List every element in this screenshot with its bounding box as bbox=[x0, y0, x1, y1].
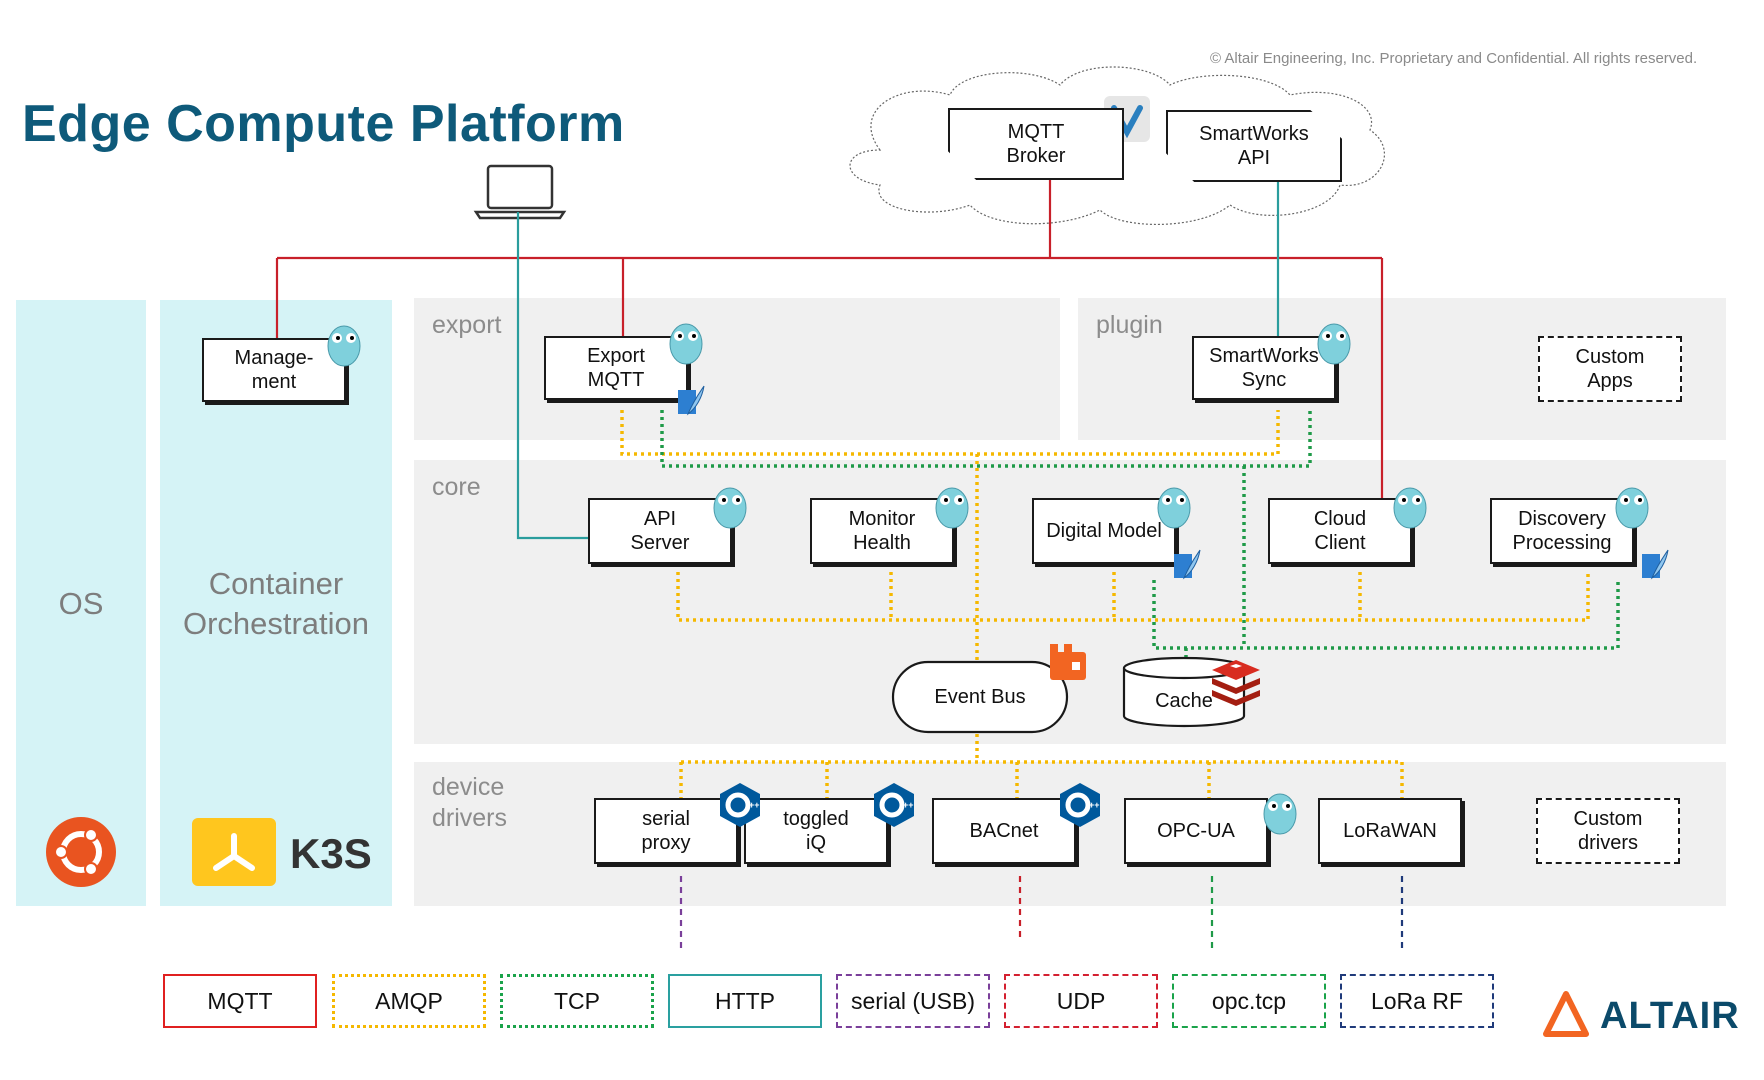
cpp-icon: ++ bbox=[720, 783, 760, 827]
core-lane-label: core bbox=[432, 473, 481, 501]
custom-drivers-box[interactable]: Custom drivers bbox=[1536, 798, 1680, 864]
legend-amqp: AMQP bbox=[332, 974, 486, 1028]
svg-text:++: ++ bbox=[749, 800, 760, 810]
cloud-client-box[interactable]: Cloud Client bbox=[1268, 498, 1412, 564]
go-gopher-icon bbox=[935, 487, 969, 529]
sqlite-icon bbox=[1174, 549, 1201, 580]
smartworks-api-box: SmartWorks API bbox=[1166, 110, 1342, 182]
mqtt-broker-box: MQTT Broker bbox=[948, 108, 1124, 180]
go-gopher-icon bbox=[1393, 487, 1427, 529]
k3s-logo bbox=[192, 818, 276, 886]
os-label: OS bbox=[58, 586, 104, 621]
mqtt-broker-label: MQTT Broker bbox=[1006, 121, 1066, 167]
legend-http: HTTP bbox=[668, 974, 822, 1028]
discovery-processing-box[interactable]: Discovery Processing bbox=[1490, 498, 1634, 564]
lorawan-box[interactable]: LoRaWAN bbox=[1318, 798, 1462, 864]
custom-apps-box[interactable]: Custom Apps bbox=[1538, 336, 1682, 402]
cpp-icon: ++ bbox=[1060, 783, 1100, 827]
event-bus-label[interactable]: Event Bus bbox=[934, 686, 1026, 708]
go-gopher-icon bbox=[327, 325, 361, 367]
redis-icon bbox=[1212, 660, 1260, 706]
go-gopher-icon bbox=[1263, 793, 1297, 835]
sqlite-icon bbox=[1642, 549, 1669, 580]
export-mqtt-box[interactable]: Export MQTT bbox=[544, 336, 688, 400]
altair-logo-text: ALTAIR bbox=[1600, 994, 1740, 1037]
rabbitmq-icon bbox=[1050, 644, 1086, 680]
go-gopher-icon bbox=[713, 487, 747, 529]
svg-text:++: ++ bbox=[1089, 800, 1100, 810]
legend-opc-tcp: opc.tcp bbox=[1172, 974, 1326, 1028]
laptop-icon bbox=[473, 164, 567, 220]
api-server-box[interactable]: API Server bbox=[588, 498, 732, 564]
legend-lora-rf: LoRa RF bbox=[1340, 974, 1494, 1028]
sqlite-icon bbox=[678, 385, 705, 416]
altair-logo-mark bbox=[1543, 991, 1589, 1037]
management-box[interactable]: Manage- ment bbox=[202, 338, 346, 402]
legend-udp: UDP bbox=[1004, 974, 1158, 1028]
serial-proxy-box[interactable]: serial proxy bbox=[594, 798, 738, 864]
altair-logo: ALTAIR bbox=[1546, 994, 1740, 1038]
os-panel bbox=[16, 300, 146, 906]
opc-ua-box[interactable]: OPC-UA bbox=[1124, 798, 1268, 864]
go-gopher-icon bbox=[1157, 487, 1191, 529]
copyright-notice: © Altair Engineering, Inc. Proprietary a… bbox=[1210, 50, 1698, 67]
http-wires bbox=[516, 178, 1280, 540]
smartworks-sync-box[interactable]: SmartWorks Sync bbox=[1192, 336, 1336, 400]
go-gopher-icon bbox=[1317, 323, 1351, 365]
cache-label[interactable]: Cache bbox=[1155, 690, 1213, 712]
export-lane bbox=[414, 298, 1060, 440]
ubuntu-logo bbox=[46, 817, 116, 887]
device-lane-label: device drivers bbox=[432, 773, 508, 832]
digital-model-box[interactable]: Digital Model bbox=[1032, 498, 1176, 564]
legend-mqtt: MQTT bbox=[163, 974, 317, 1028]
orchestration-label: Container Orchestration bbox=[182, 566, 370, 641]
toggled-iq-box[interactable]: toggled iQ bbox=[744, 798, 888, 864]
go-gopher-icon bbox=[669, 323, 703, 365]
event-bus-shape bbox=[891, 660, 1069, 734]
monitor-health-box[interactable]: Monitor Health bbox=[810, 498, 954, 564]
smartworks-api-label: SmartWorks API bbox=[1199, 123, 1309, 169]
bacnet-box[interactable]: BACnet bbox=[932, 798, 1076, 864]
mqtt-wires bbox=[275, 178, 1384, 506]
svg-text:++: ++ bbox=[903, 800, 914, 810]
tcp-wires bbox=[660, 410, 1620, 664]
plugin-lane-label: plugin bbox=[1096, 311, 1163, 339]
go-gopher-icon bbox=[1615, 487, 1649, 529]
export-lane-label: export bbox=[432, 311, 502, 339]
legend-tcp: TCP bbox=[500, 974, 654, 1028]
page-title: Edge Compute Platform bbox=[22, 95, 625, 153]
cpp-icon: ++ bbox=[874, 783, 914, 827]
legend-serial-usb: serial (USB) bbox=[836, 974, 990, 1028]
amqp-wires bbox=[620, 410, 1590, 806]
k3s-label: K3S bbox=[290, 830, 372, 877]
